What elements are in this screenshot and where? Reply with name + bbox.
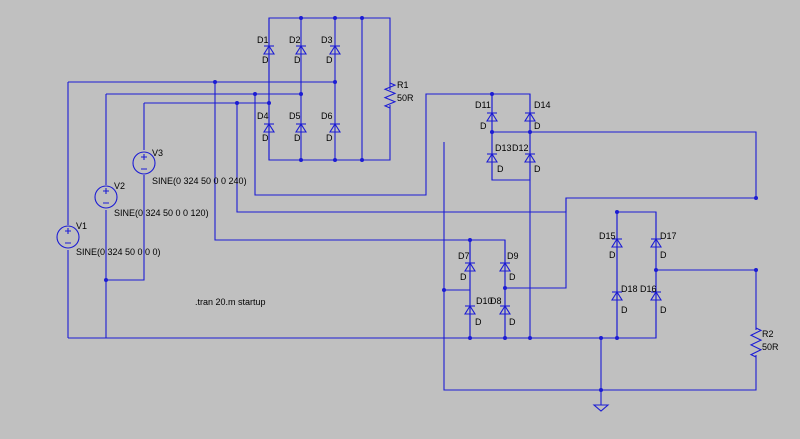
- source-value-label: SINE(0 324 50 0 0 120): [114, 208, 209, 218]
- source-name-label: V1: [76, 221, 87, 231]
- diode-model-label: D: [262, 55, 269, 65]
- diode-name-label: D9: [507, 251, 519, 261]
- diode-d4[interactable]: D4D: [257, 111, 275, 143]
- source-name-label: V2: [114, 181, 125, 191]
- diode-model-label: D: [480, 121, 487, 131]
- diodes: D1DD2DD3DD4DD5DD6DD7DD8DD9DD10DD11DD12DD…: [257, 35, 677, 327]
- diode-d9[interactable]: D9D: [499, 251, 519, 282]
- diode-d8[interactable]: D8D: [490, 296, 516, 327]
- diode-d5[interactable]: D5D: [289, 111, 307, 143]
- diode-name-label: D17: [660, 231, 677, 241]
- diode-name-label: D15: [599, 231, 616, 241]
- junctions: [104, 16, 758, 392]
- diode-name-label: D16: [640, 284, 657, 294]
- resistor-value-label: 50R: [397, 93, 414, 103]
- diode-name-label: D12: [512, 143, 529, 153]
- source-value-label: SINE(0 324 50 0 0 240): [152, 176, 247, 186]
- diode-d1[interactable]: D1D: [257, 35, 275, 65]
- sim-directive[interactable]: .tran 20.m startup: [195, 297, 266, 307]
- diode-name-label: D2: [289, 35, 301, 45]
- diode-model-label: D: [497, 164, 504, 174]
- diode-model-label: D: [534, 121, 541, 131]
- diode-name-label: D18: [621, 284, 638, 294]
- diode-model-label: D: [660, 305, 667, 315]
- diode-name-label: D10: [476, 296, 493, 306]
- resistor-name-label: R1: [397, 80, 409, 90]
- diode-d2[interactable]: D2D: [289, 35, 307, 65]
- diode-name-label: D1: [257, 35, 269, 45]
- ground-icon: [592, 404, 610, 412]
- diode-model-label: D: [509, 317, 516, 327]
- diode-model-label: D: [660, 250, 667, 260]
- resistor-value-label: 50R: [762, 342, 779, 352]
- diode-d6[interactable]: D6D: [321, 111, 341, 143]
- diode-model-label: D: [262, 133, 269, 143]
- diode-name-label: D3: [321, 35, 333, 45]
- diode-name-label: D14: [534, 100, 551, 110]
- diode-model-label: D: [460, 272, 467, 282]
- diode-model-label: D: [294, 133, 301, 143]
- diode-d3[interactable]: D3D: [321, 35, 341, 65]
- diode-model-label: D: [509, 272, 516, 282]
- source-name-label: V3: [152, 148, 163, 158]
- diode-d7[interactable]: D7D: [458, 251, 476, 282]
- diode-name-label: D11: [475, 100, 491, 110]
- diode-model-label: D: [534, 164, 541, 174]
- diode-name-label: D5: [289, 111, 301, 121]
- diode-name-label: D7: [458, 251, 470, 261]
- diode-model-label: D: [294, 55, 301, 65]
- diode-model-label: D: [609, 250, 616, 260]
- diode-model-label: D: [326, 133, 333, 143]
- diode-model-label: D: [475, 317, 482, 327]
- resistor-name-label: R2: [762, 329, 774, 339]
- diode-name-label: D13: [495, 143, 512, 153]
- diode-model-label: D: [621, 305, 628, 315]
- diode-name-label: D8: [490, 296, 502, 306]
- diode-model-label: D: [326, 55, 333, 65]
- diode-name-label: D4: [257, 111, 269, 121]
- source-value-label: SINE(0 324 50 0 0 0): [76, 247, 161, 257]
- diode-name-label: D6: [321, 111, 333, 121]
